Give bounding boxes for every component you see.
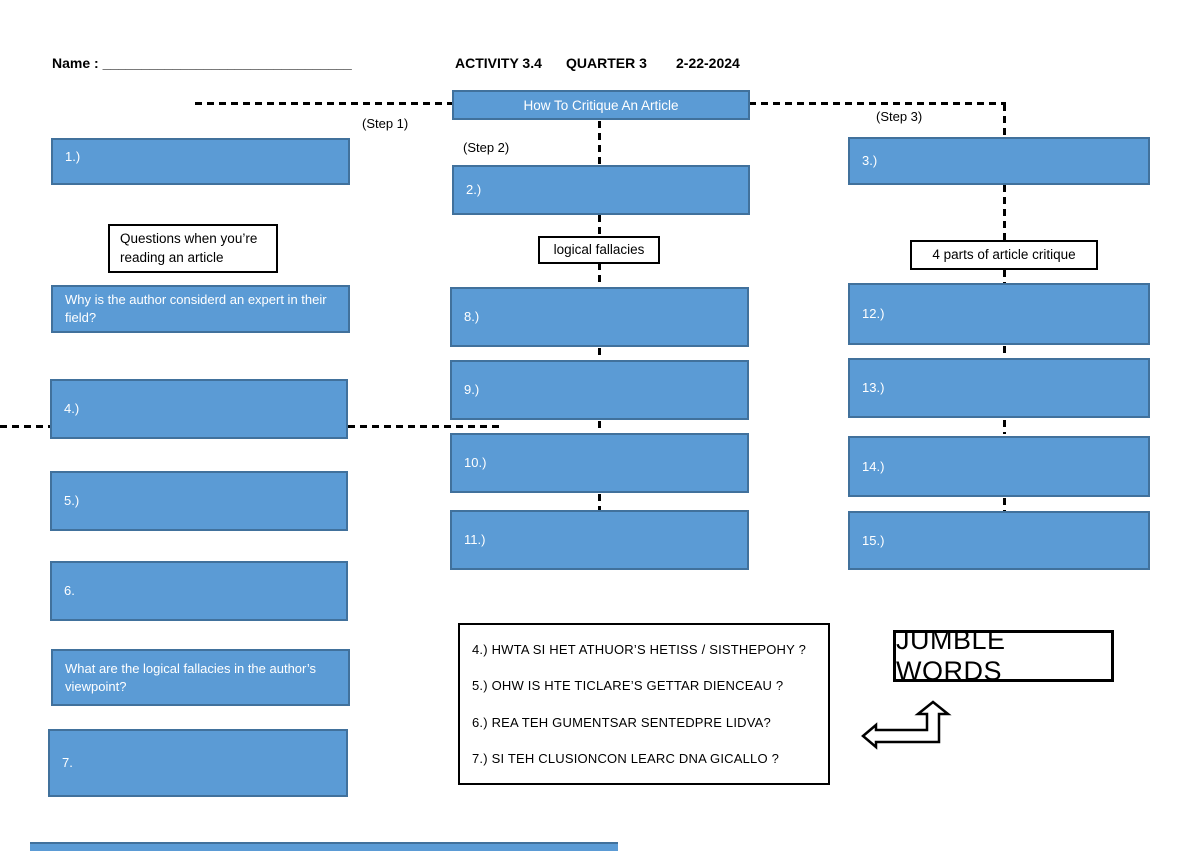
jumble-question-6: 6.) REA TEH GUMENTSAR SENTEDPRE LIDVA? [472,714,771,730]
connector-box2-to-label [598,215,601,236]
jumble-question-5: 5.) OHW IS HTE TICLARE’S GETTAR DIENCEAU… [472,678,784,694]
connector-box12-to-box13 [1003,346,1006,358]
answer-box-3: 3.) [848,137,1150,185]
answer-box-8: 8.) [450,287,749,347]
activity-label: ACTIVITY 3.4 [455,55,542,71]
answer-box-14: 14.) [848,436,1150,497]
step3-label: (Step 3) [876,109,923,124]
answer-box-9: 9.) [450,360,749,420]
four-parts-label-box: 4 parts of article critique [910,240,1098,270]
name-field-label: Name : ________________________________ [52,55,352,71]
title-box: How To Critique An Article [452,90,750,120]
jumble-question-7: 7.) SI TEH CLUSIONCON LEARC DNA GICALLO … [472,751,780,767]
jumble-words-title-box: JUMBLE WORDS [893,625,1114,686]
logical-fallacies-label-box: logical fallacies [538,236,660,264]
answer-box-6: 6. [50,561,348,621]
connector-box9-to-box10 [598,421,601,433]
answer-box-13: 13.) [848,358,1150,418]
answer-box-10: 10.) [450,433,749,493]
answer-box-12: 12.) [848,283,1150,345]
jumble-questions-box: 4.) HWTA SI HET ATHUOR’S HETISS / SISTHE… [458,623,830,785]
jumble-question-4: 4.) HWTA SI HET ATHUOR’S HETISS / SISTHE… [472,641,807,657]
connector-right-horizontal [749,102,1006,105]
cutoff-blue-box [30,842,618,851]
connector-box14-to-box15 [1003,498,1006,511]
step2-label: (Step 2) [463,140,510,155]
connector-box8-to-box9 [598,348,601,360]
answer-box-1: 1.) [51,138,350,185]
connector-label-to-box8 [598,263,601,287]
connector-box10-to-box11 [598,494,601,510]
connector-title-to-box2 [598,121,601,165]
connector-box13-to-box14 [1003,420,1006,434]
quarter-label: QUARTER 3 [566,55,647,71]
answer-box-15: 15.) [848,511,1150,570]
connector-step3-down [1003,104,1006,137]
answer-box-5: 5.) [50,471,348,531]
answer-box-7: 7. [48,729,348,797]
answer-box-2: 2.) [452,165,750,215]
bent-arrow-icon [860,699,968,757]
what-fallacies-box: What are the logical fallacies in the au… [51,649,350,706]
answer-box-4: 4.) [50,379,348,439]
step1-label: (Step 1) [362,116,409,131]
connector-box3-to-label [1003,185,1006,240]
answer-box-11: 11.) [450,510,749,570]
questions-label-box: Questions when you’re reading an article [108,224,278,273]
connector-left-horizontal [195,102,452,105]
why-expert-box: Why is the author considerd an expert in… [51,285,350,333]
date-label: 2-22-2024 [676,55,740,71]
connector-label-to-box12 [1003,270,1006,283]
